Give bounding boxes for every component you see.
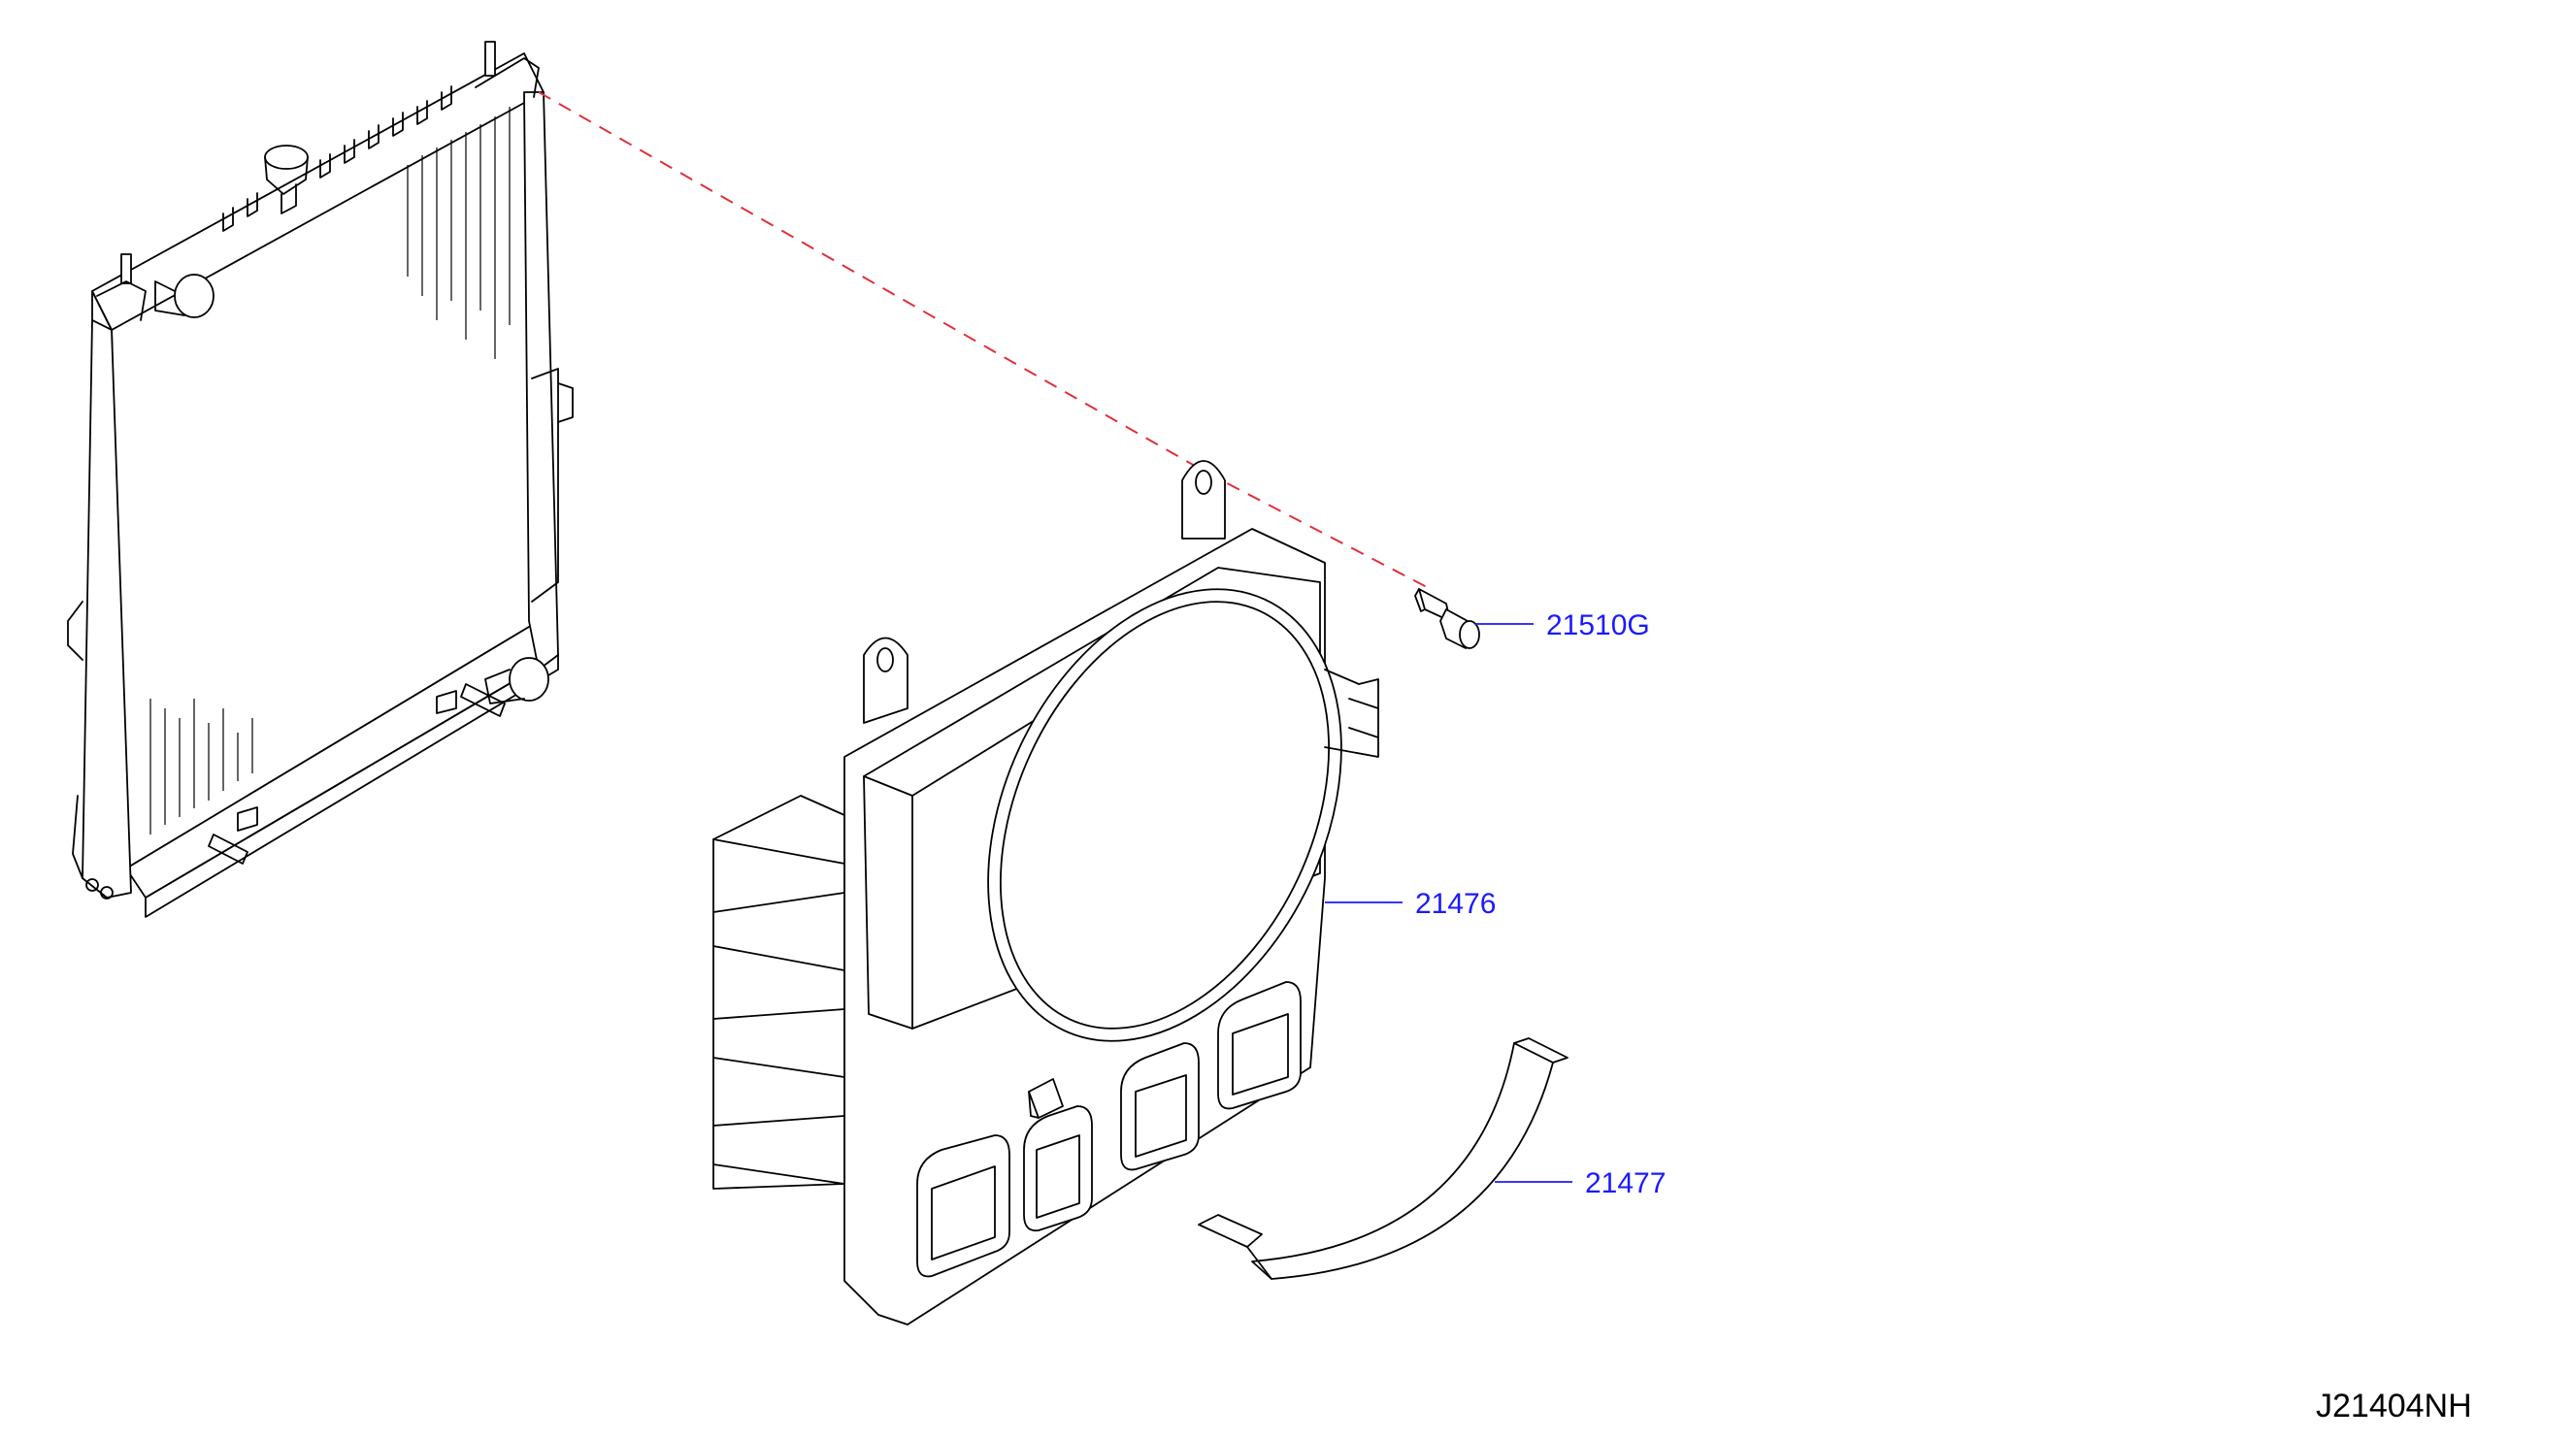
part-label-21477[interactable]: 21477	[1585, 1167, 1667, 1199]
alignment-line	[538, 91, 1428, 588]
part-label-21476[interactable]: 21476	[1415, 888, 1497, 920]
fan-shroud-21476	[712, 460, 1379, 1325]
radiator	[67, 41, 574, 918]
seal-21477	[1198, 1037, 1569, 1280]
bolt-21510G	[1414, 588, 1480, 649]
part-label-21510G[interactable]: 21510G	[1546, 609, 1650, 641]
diagram-code: J21404NH	[2316, 1388, 2472, 1424]
